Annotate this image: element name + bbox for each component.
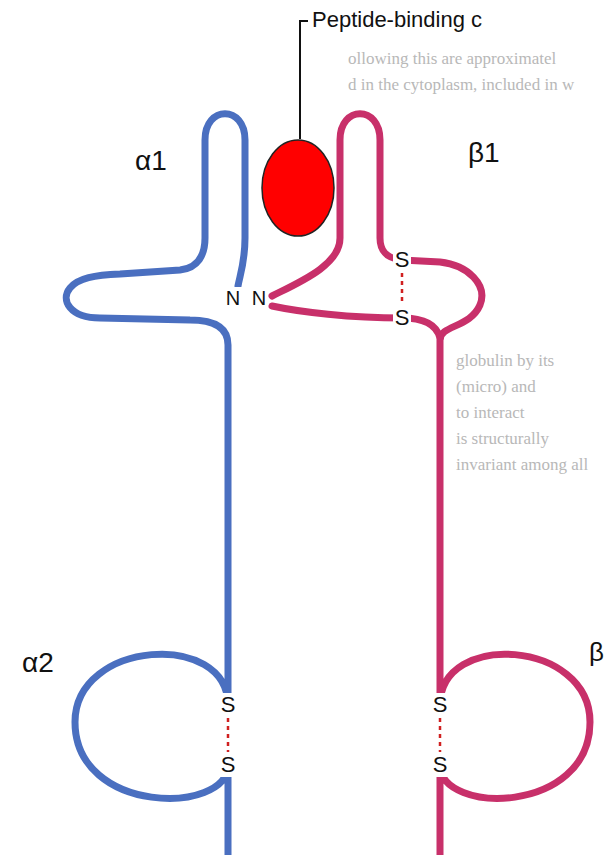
disulfide-label: S <box>219 693 238 717</box>
domain-label: β1 <box>468 138 500 169</box>
domain-label: α1 <box>135 146 167 177</box>
alpha-chain <box>66 114 245 855</box>
disulfide-label: S <box>393 248 412 272</box>
background-text: is structurally <box>456 430 549 449</box>
disulfide-label: S <box>431 693 450 717</box>
domain-label: β <box>589 638 604 667</box>
disulfide-bond <box>401 273 404 305</box>
disulfide-bond <box>439 718 442 752</box>
leader-line <box>300 21 308 139</box>
terminus-label: N <box>224 287 242 309</box>
disulfide-label: S <box>219 753 238 777</box>
domain-label: α2 <box>22 648 54 679</box>
terminus-label: N <box>250 287 268 309</box>
disulfide-bond <box>227 718 230 752</box>
background-text: (micro) and <box>456 378 536 397</box>
background-text: to interact <box>456 404 524 423</box>
beta-chain-segment <box>272 306 440 338</box>
disulfide-label: S <box>431 753 450 777</box>
background-text: invariant among all <box>456 456 588 475</box>
background-text: globulin by its <box>456 352 554 371</box>
disulfide-label: S <box>393 306 412 330</box>
background-text: ollowing this are approximatel <box>348 50 556 69</box>
peptide <box>262 140 334 236</box>
background-text: d in the cytoplasm, included in w <box>348 76 574 95</box>
callout-label: Peptide-binding c <box>312 8 482 32</box>
